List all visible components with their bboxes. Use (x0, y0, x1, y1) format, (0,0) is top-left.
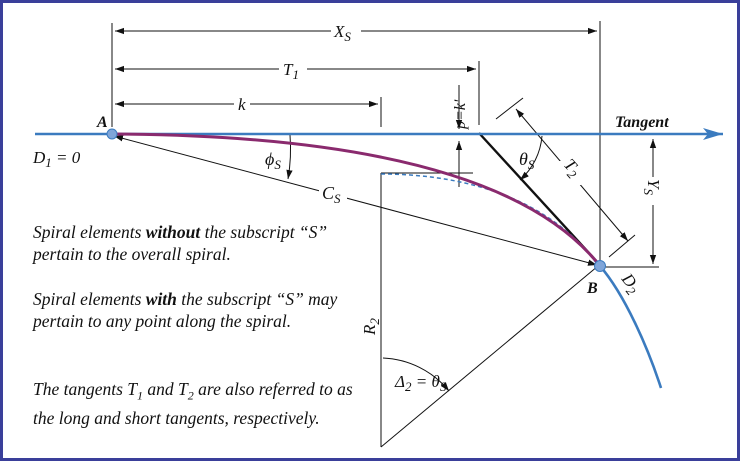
angle-arc-theta (519, 135, 543, 181)
r2-label: R2 (360, 318, 382, 336)
t2-label: T2 (559, 155, 582, 185)
point-b-marker (594, 260, 606, 272)
d1-label: D1 = 0 (32, 148, 81, 170)
t2-tick-bottom (608, 234, 636, 258)
note-with-subscript: Spiral elements with the subscript “S” m… (33, 289, 338, 331)
svg-text:k: k (238, 95, 246, 114)
note-without-subscript: Spiral elements without the subscript “S… (33, 222, 328, 264)
point-a-marker (106, 128, 118, 140)
spiral-curve (111, 132, 602, 267)
theta-label: θS (519, 149, 535, 172)
point-b-label: B (586, 280, 598, 297)
svg-text:CS: CS (322, 183, 341, 206)
svg-text:XS: XS (333, 22, 351, 44)
t2-tick-top (495, 97, 524, 120)
t1-label: T1 (279, 59, 307, 82)
xs-label: XS (331, 21, 361, 44)
point-a-label: A (96, 114, 108, 131)
note-tangents: The tangents T1 and T2 are also referred… (33, 379, 353, 428)
svg-text:YS: YS (641, 179, 663, 195)
angle-arc-delta (382, 357, 450, 392)
phi-label: ϕS (265, 149, 281, 172)
p-k-label: p=k' (452, 99, 469, 130)
chord-cs (113, 135, 598, 266)
cs-label: CS (319, 181, 347, 206)
k-label: k (234, 94, 250, 114)
spiral-curve-diagram: A B Tangent D1 = 0 XS T1 k p=k' ϕS θS T2… (32, 21, 723, 448)
tangent-label: Tangent (615, 114, 669, 131)
radius-to-b (380, 265, 599, 448)
svg-text:T1: T1 (283, 60, 299, 82)
ys-label: YS (641, 177, 663, 205)
circular-curve (599, 265, 663, 389)
delta-label: Δ2 = θS (394, 372, 447, 394)
